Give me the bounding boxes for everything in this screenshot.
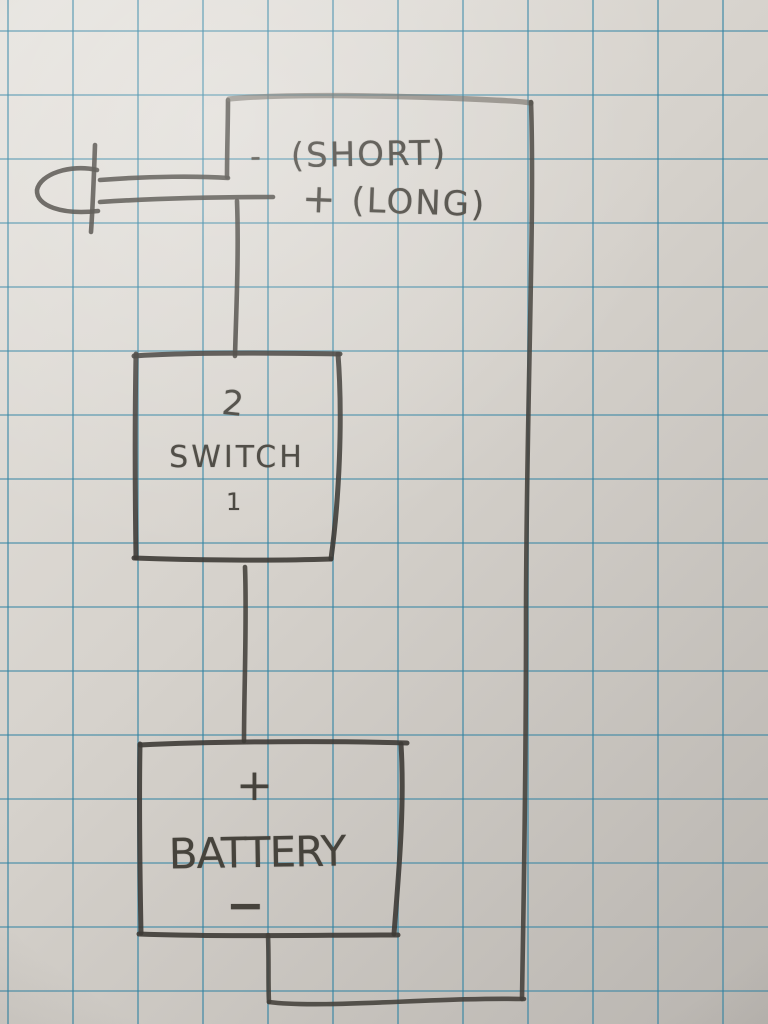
led-cathode-lead (97, 174, 231, 183)
led-cathode-label: - (SHORT) (250, 133, 448, 176)
cathode-short-text: (SHORT) (290, 133, 448, 177)
battery-positive-label: + (236, 760, 273, 811)
battery-box-left (137, 741, 144, 936)
wire-led-cathode-riser (224, 97, 231, 180)
led-anode-label: + (LONG) (301, 176, 487, 228)
wire-top (226, 92, 534, 106)
led-anode-lead (97, 194, 276, 205)
led-dome (34, 165, 101, 215)
switch-box-left (132, 351, 139, 561)
switch-box-right (328, 351, 343, 562)
wire-right-side (519, 99, 535, 1002)
switch-box-bottom (131, 555, 334, 563)
wire-switch-to-battery (241, 564, 248, 744)
wire-bottom (266, 996, 527, 1007)
switch-terminal-2-label: 2 (219, 382, 246, 426)
wire-led-anode-drop (232, 198, 240, 359)
anode-long-text: (LONG) (350, 180, 487, 226)
led-flange (88, 142, 98, 235)
wire-battery-drop (265, 932, 272, 1005)
plus-sign: + (301, 175, 337, 223)
switch-terminal-1-label: 1 (226, 488, 242, 516)
battery-negative-label: − (226, 878, 265, 932)
battery-label: BATTERY (168, 826, 346, 879)
switch-box-top (131, 350, 343, 359)
battery-box-top (137, 739, 410, 748)
battery-box-right (391, 741, 405, 937)
minus-sign: - (249, 139, 262, 175)
switch-label: SWITCH (169, 440, 305, 475)
